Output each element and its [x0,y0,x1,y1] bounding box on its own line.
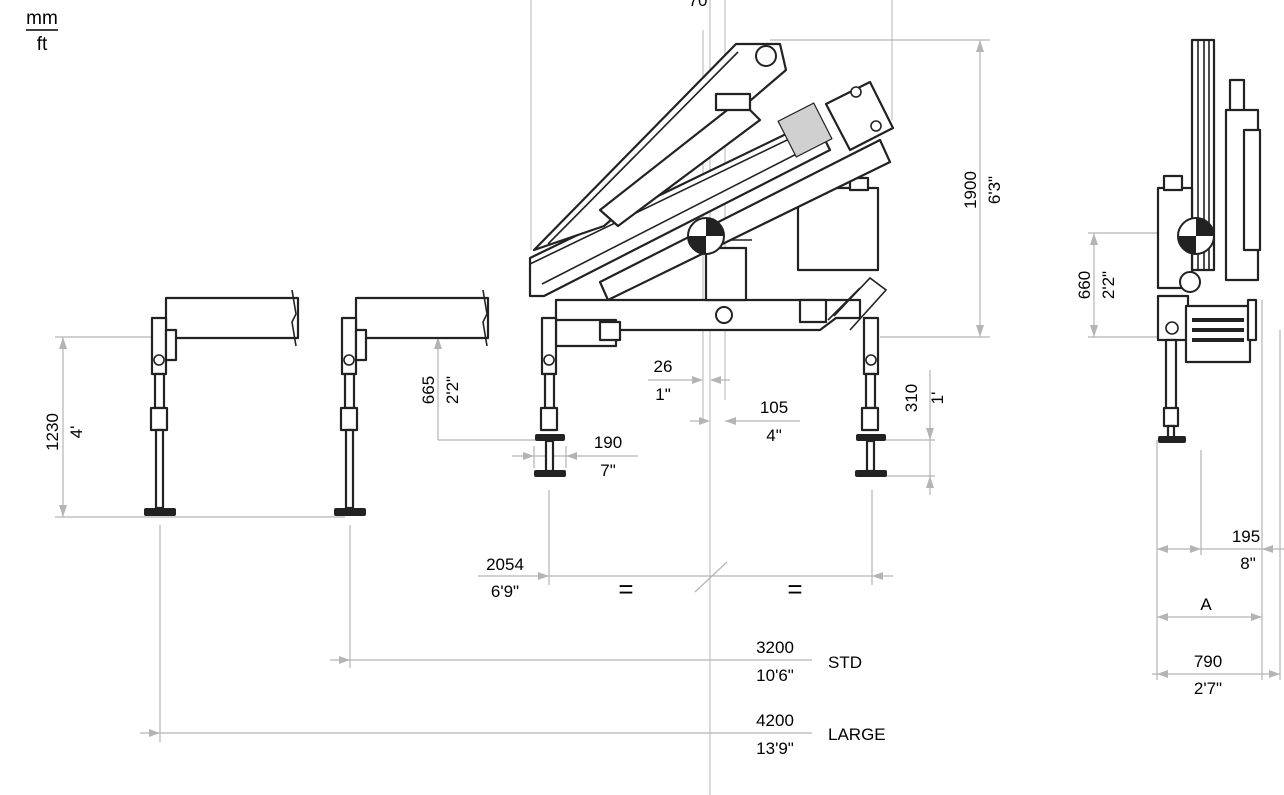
dim-790-ft: 2'7" [1194,679,1222,698]
dim-3200-ft: 10'6" [756,666,794,685]
dim-26-mm: 26 [654,357,673,376]
dim-310-mm: 310 [902,384,921,412]
dim-26-ft: 1" [655,385,671,404]
unit-mm: mm [26,8,58,29]
dim-4200-mm: 4200 [756,711,794,730]
dim-195-mm: 195 [1232,527,1260,546]
dim-105-ft: 4" [766,426,782,445]
std-label: STD [828,653,862,672]
units-legend: mm ft [26,8,58,55]
dim-4200-ft: 13'9" [756,739,794,758]
dim-top-cut: 70 [689,0,708,10]
dim-a: A [1200,595,1212,614]
dim-1900-ft: 6'3" [985,176,1004,204]
crane-side-view [1156,38,1262,443]
stabiliser-leg-large [144,289,300,516]
dim-660-mm: 660 [1075,271,1094,299]
dim-195-ft: 8" [1240,554,1256,573]
dim-660-ft: 2'2" [1099,271,1118,299]
dim-2054-mm: 2054 [486,555,524,574]
dimension-labels: 70 1900 6'3" 1230 4' 665 2'2" 26 1" 105 … [43,0,1260,758]
crane-front-view [528,42,895,477]
equal-mark-right: = [787,574,802,604]
dim-1230-ft: 4' [67,426,86,439]
dim-105-mm: 105 [760,398,788,417]
dim-790-mm: 790 [1194,652,1222,671]
dim-190-mm: 190 [594,433,622,452]
stabiliser-leg-std [334,289,490,516]
dim-3200-mm: 3200 [756,638,794,657]
unit-ft: ft [37,34,48,55]
equal-mark-left: = [618,574,633,604]
dim-2054-ft: 6'9" [491,582,519,601]
dimension-lines [55,0,1284,795]
dim-665-ft: 2'2" [443,376,462,404]
dim-310-ft: 1' [928,392,947,405]
dim-1900-mm: 1900 [961,171,980,209]
dim-1230-mm: 1230 [43,413,62,451]
dim-190-ft: 7" [600,461,616,480]
large-label: LARGE [828,725,886,744]
dim-665-mm: 665 [419,376,438,404]
